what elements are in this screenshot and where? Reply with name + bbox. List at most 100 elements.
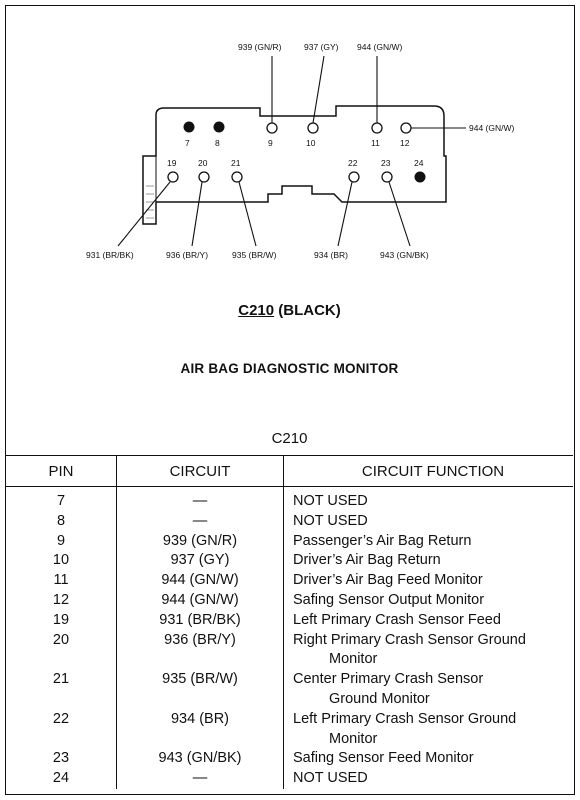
row-function: Safing Sensor Output Monitor bbox=[284, 591, 574, 611]
row-function-line: Safing Sensor Output Monitor bbox=[293, 591, 485, 608]
row-function: Safing Sensor Feed Monitor bbox=[284, 749, 574, 769]
row-circuit: 944 (GN/W) bbox=[116, 571, 284, 591]
pin-23-label: 23 bbox=[381, 158, 391, 168]
leader-pin-22 bbox=[337, 181, 353, 247]
table-caption: C210 bbox=[6, 422, 573, 456]
row-pin: 9 bbox=[6, 531, 117, 552]
row-pin: 22 bbox=[6, 709, 117, 750]
table-row: 8—NOT USED bbox=[6, 511, 574, 532]
row-circuit: 931 (BR/BK) bbox=[116, 610, 284, 631]
row-function-line: Ground Monitor bbox=[329, 690, 430, 707]
pin-12-dot bbox=[400, 122, 412, 134]
connector-diagram: 7 8 9 10 11 12 19 20 21 22 23 24 939 (GN… bbox=[86, 42, 515, 260]
row-circuit: 944 (GN/W) bbox=[116, 590, 284, 611]
pin-9-dot bbox=[266, 122, 278, 134]
row-pin: 12 bbox=[6, 590, 117, 611]
row-circuit: 935 (BR/W) bbox=[116, 670, 284, 710]
pin-20-label: 20 bbox=[198, 158, 208, 168]
pin-20-dot bbox=[198, 171, 210, 183]
pin-10-label: 10 bbox=[306, 138, 316, 148]
header-circuit: CIRCUIT bbox=[116, 455, 284, 487]
leader-pin-21 bbox=[238, 181, 257, 247]
table-row: 24—NOT USED bbox=[6, 769, 573, 789]
pin-table: C210 PIN CIRCUIT CIRCUIT FUNCTION 7—NOT … bbox=[6, 422, 573, 789]
wire-label-944-top: 944 (GN/W) bbox=[357, 42, 403, 52]
pin-9-label: 9 bbox=[268, 138, 273, 148]
row-circuit: — bbox=[116, 486, 284, 512]
pin-22-dot bbox=[348, 171, 360, 183]
document-frame: 7 8 9 10 11 12 19 20 21 22 23 24 939 (GN… bbox=[5, 5, 575, 795]
pin-22-label: 22 bbox=[348, 158, 358, 168]
row-function-line: NOT USED bbox=[293, 493, 368, 509]
component-name: AIR BAG DIAGNOSTIC MONITOR bbox=[180, 361, 399, 376]
header-pin: PIN bbox=[6, 455, 117, 487]
row-circuit: 939 (GN/R) bbox=[116, 531, 284, 552]
pin-8-dot bbox=[213, 121, 225, 133]
row-pin: 23 bbox=[6, 749, 117, 770]
pin-21-dot bbox=[231, 171, 243, 183]
connector-color: (BLACK) bbox=[278, 302, 341, 319]
leader-pin-20 bbox=[191, 181, 203, 247]
wire-label-939: 939 (GN/R) bbox=[238, 42, 282, 52]
wire-label-931: 931 (BR/BK) bbox=[86, 250, 134, 260]
leader-pin-23 bbox=[388, 181, 411, 247]
row-function: Driver’s Air Bag Feed Monitor bbox=[284, 571, 574, 591]
row-function: NOT USED bbox=[284, 512, 574, 532]
wire-label-937: 937 (GY) bbox=[304, 42, 339, 52]
row-circuit: — bbox=[116, 769, 284, 789]
leader-pin-19 bbox=[117, 181, 171, 247]
connector-outline bbox=[142, 105, 447, 225]
pin-19-dot bbox=[167, 171, 179, 183]
row-pin: 20 bbox=[6, 630, 117, 671]
row-function-line: Center Primary Crash Sensor bbox=[293, 671, 484, 688]
row-function-line: Driver’s Air Bag Feed Monitor bbox=[293, 572, 483, 589]
pin-23-dot bbox=[381, 171, 393, 183]
pin-7-dot bbox=[183, 121, 195, 133]
row-circuit: 943 (GN/BK) bbox=[116, 749, 284, 770]
row-circuit: — bbox=[116, 511, 284, 532]
connector-name: C210 bbox=[238, 302, 275, 319]
connector-title: C210 (BLACK) bbox=[6, 302, 573, 319]
row-pin: 19 bbox=[6, 610, 117, 631]
pin-7-label: 7 bbox=[185, 138, 190, 148]
row-function-line: Driver’s Air Bag Return bbox=[293, 552, 441, 569]
row-pin: 7 bbox=[6, 486, 117, 512]
row-function: Left Primary Crash Sensor Feed bbox=[284, 611, 574, 631]
pin-12-label: 12 bbox=[400, 138, 410, 148]
row-function: NOT USED bbox=[284, 769, 574, 789]
row-function-line: Left Primary Crash Sensor Ground bbox=[293, 710, 517, 727]
pin-11-label: 11 bbox=[371, 138, 380, 148]
pin-10-dot bbox=[307, 122, 319, 134]
row-pin: 11 bbox=[6, 571, 117, 591]
row-function-line: Monitor bbox=[329, 651, 378, 668]
row-function: Driver’s Air Bag Return bbox=[284, 551, 574, 571]
leader-pin-10 bbox=[312, 55, 325, 124]
row-pin: 10 bbox=[6, 551, 117, 572]
row-function-line: Passenger’s Air Bag Return bbox=[293, 532, 472, 549]
table-header-row: PIN CIRCUIT CIRCUIT FUNCTION bbox=[6, 455, 573, 487]
table-row: 7— NOT USED bbox=[6, 486, 574, 512]
row-circuit: 936 (BR/Y) bbox=[116, 630, 284, 671]
pin-19-label: 19 bbox=[167, 158, 177, 168]
row-circuit: 934 (BR) bbox=[116, 709, 284, 750]
row-function: NOT USED bbox=[284, 487, 574, 512]
pin-8-label: 8 bbox=[215, 138, 220, 148]
wire-label-944-right: 944 (GN/W) bbox=[469, 123, 515, 133]
row-pin: 21 bbox=[6, 670, 117, 710]
wire-label-935: 935 (BR/W) bbox=[232, 250, 277, 260]
row-circuit: 937 (GY) bbox=[116, 551, 284, 572]
header-function: CIRCUIT FUNCTION bbox=[283, 455, 573, 487]
row-pin: 24 bbox=[6, 769, 117, 789]
row-function-line: Monitor bbox=[329, 730, 378, 747]
